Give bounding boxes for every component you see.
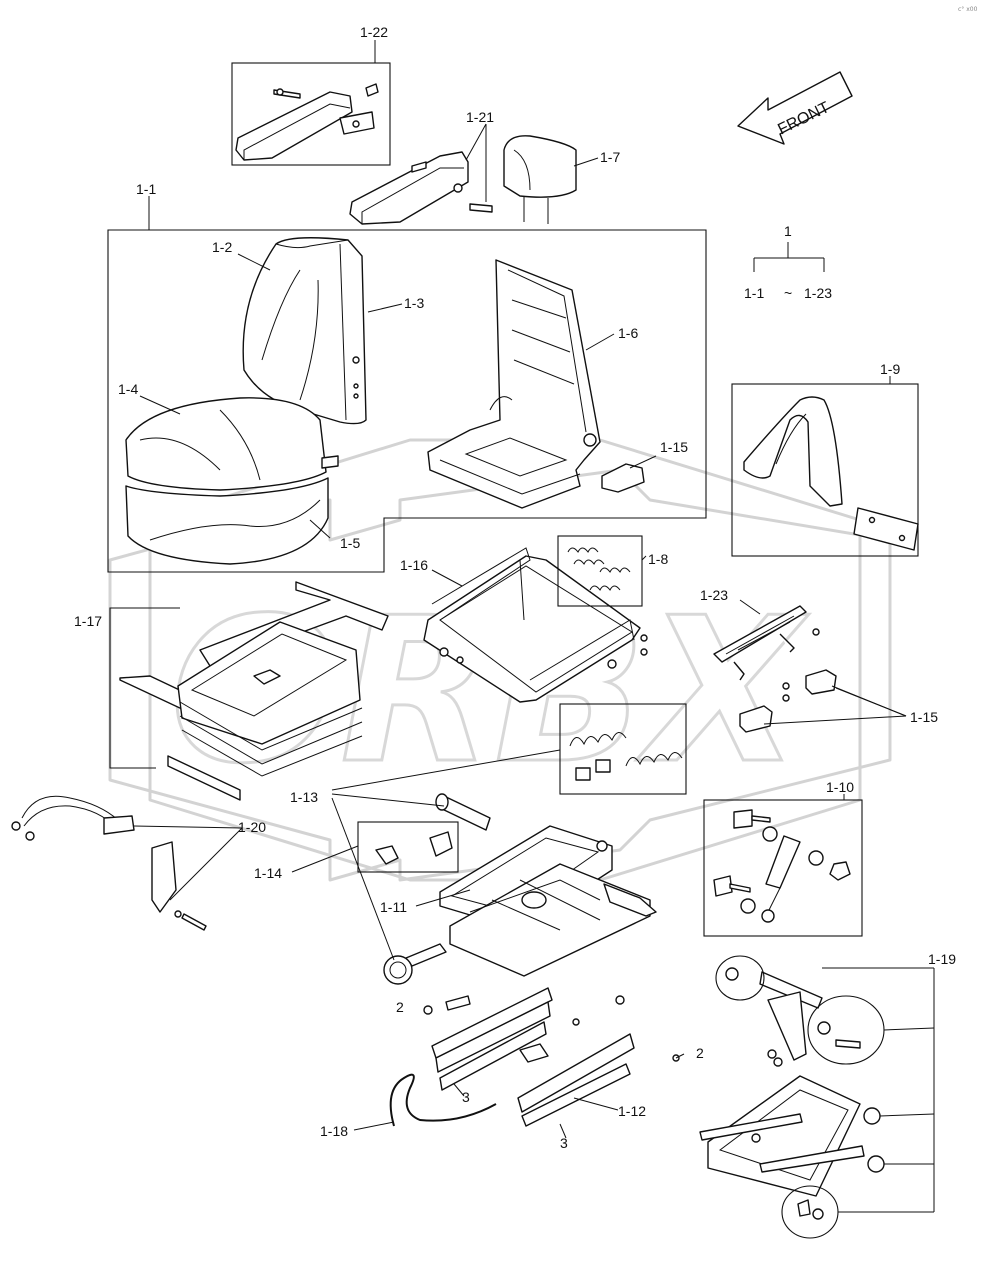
- part-1-18-rod: [389, 1073, 497, 1127]
- label-1-22: 1-22: [360, 24, 388, 40]
- label-2-right: 2: [696, 1045, 704, 1061]
- tree-to: 1-23: [804, 285, 832, 301]
- part-1-7-headrest: [503, 135, 577, 224]
- label-1-15-right: 1-15: [910, 709, 938, 725]
- adjust-knob: [383, 943, 447, 985]
- part-1-13-spring-kit: [435, 703, 687, 831]
- label-1-9: 1-9: [880, 361, 900, 377]
- label-1-1: 1-1: [136, 181, 156, 197]
- part-1-11-scissor-base: [439, 825, 657, 977]
- part-1-19-base-pan: [699, 955, 885, 1239]
- assembly-tree: 1 1-1 ~ 1-23: [744, 223, 832, 301]
- label-1-10: 1-10: [826, 779, 854, 795]
- label-1-19: 1-19: [928, 951, 956, 967]
- part-1-9-strap-kit: [731, 383, 919, 557]
- part-1-4-seat-cushion: [125, 397, 339, 491]
- label-3-right: 3: [560, 1135, 568, 1151]
- label-1-5: 1-5: [340, 535, 360, 551]
- part-1-23-latch: [713, 605, 820, 681]
- part-1-6-seat-frame: [427, 259, 601, 509]
- corner-mark: c° x00: [958, 6, 978, 13]
- front-arrow: FRONT: [737, 71, 853, 145]
- part-1-10-damper-kit: [703, 799, 863, 937]
- part-labels: 1-22 1-21 1-7 1-1 1-2 1-3 1-4 1-5 1-6 1-…: [74, 24, 956, 1151]
- label-1-8: 1-8: [648, 551, 668, 567]
- leader-lines: [133, 40, 935, 1213]
- label-1-17: 1-17: [74, 613, 102, 629]
- part-1-20-seatbelt: [11, 795, 207, 931]
- label-1-20: 1-20: [238, 819, 266, 835]
- part-1-16-slide-frame: [423, 547, 648, 703]
- label-1-18: 1-18: [320, 1123, 348, 1139]
- label-1-15-top: 1-15: [660, 439, 688, 455]
- label-1-13: 1-13: [290, 789, 318, 805]
- tree-tilde: ~: [784, 285, 792, 301]
- part-slide-rails: [423, 987, 680, 1127]
- part-1-15-cap-top: [601, 463, 645, 493]
- label-1-23: 1-23: [700, 587, 728, 603]
- label-1-6: 1-6: [618, 325, 638, 341]
- part-1-5-seat-base: [125, 477, 329, 565]
- part-1-1-frame: [107, 229, 707, 573]
- label-1-2: 1-2: [212, 239, 232, 255]
- label-1-16: 1-16: [400, 557, 428, 573]
- part-1-17-suspension: [109, 581, 389, 801]
- part-1-3-backrest: [242, 237, 367, 425]
- label-1-4: 1-4: [118, 381, 138, 397]
- label-1-14: 1-14: [254, 865, 282, 881]
- part-1-14-brackets: [357, 821, 459, 873]
- part-1-15-caps: [739, 669, 837, 733]
- label-1-3: 1-3: [404, 295, 424, 311]
- label-1-7: 1-7: [600, 149, 620, 165]
- part-1-22-armrest-kit: [231, 62, 391, 166]
- tree-from: 1-1: [744, 285, 764, 301]
- label-1-21: 1-21: [466, 109, 494, 125]
- tree-root: 1: [784, 223, 792, 239]
- label-2-left: 2: [396, 999, 404, 1015]
- label-1-12: 1-12: [618, 1103, 646, 1119]
- label-3-left: 3: [462, 1089, 470, 1105]
- part-1-21-armrest: [349, 151, 493, 225]
- label-1-11: 1-11: [380, 899, 407, 915]
- part-1-8-springs: [557, 535, 643, 607]
